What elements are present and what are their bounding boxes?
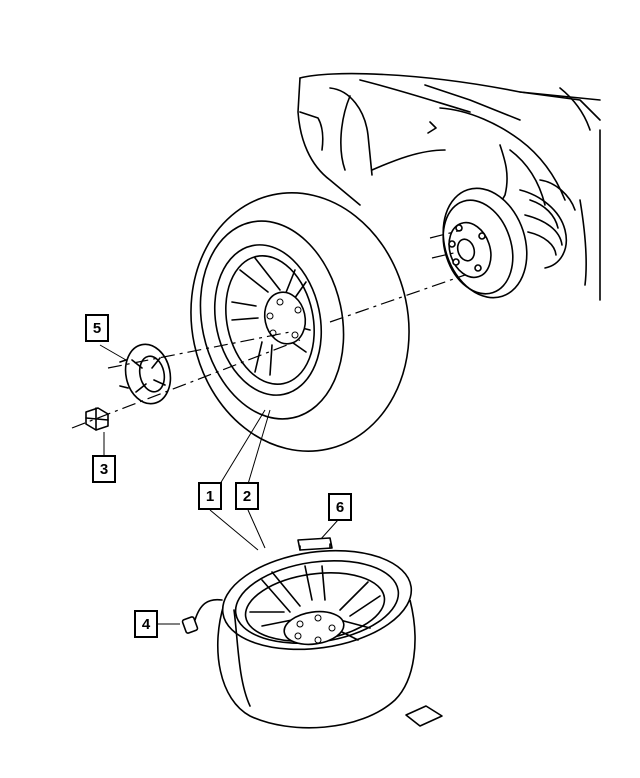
valve-stem: [181, 598, 223, 634]
wheel-exploded: [217, 549, 416, 729]
brake-rotor-hub: [442, 144, 576, 299]
callout-3: 3: [92, 455, 116, 483]
vehicle-fender: [297, 72, 601, 301]
callout-1-label: 1: [206, 488, 214, 505]
lug-nut: [85, 407, 109, 431]
callout-1: 1: [198, 482, 222, 510]
callout-2-label: 2: [243, 488, 251, 505]
callout-2: 2: [235, 482, 259, 510]
callout-4: 4: [134, 610, 158, 638]
center-cap: [119, 343, 172, 405]
leader-lines: [99, 344, 339, 625]
callout-5-label: 5: [93, 320, 101, 337]
callout-6-label: 6: [336, 499, 344, 516]
callout-5: 5: [85, 314, 109, 342]
callout-6: 6: [328, 493, 352, 521]
wheel-balance-weights: [297, 537, 443, 727]
tire-wheel-assembly: [190, 192, 410, 452]
assembly-center-lines: [71, 229, 466, 429]
callout-4-label: 4: [142, 616, 151, 633]
callout-3-label: 3: [100, 461, 108, 478]
